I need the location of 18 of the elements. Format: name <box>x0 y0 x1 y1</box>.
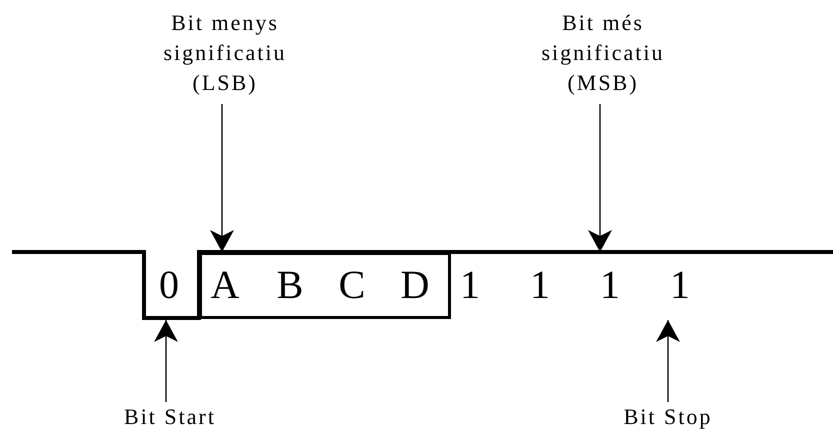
bit-value: 1 <box>452 256 488 314</box>
bit-value: A <box>202 256 248 314</box>
caption-text: Bit menys significatiu (LSB) <box>130 8 320 104</box>
bit-value: C <box>329 256 375 314</box>
bit-value: 1 <box>522 256 558 314</box>
bit-value: 1 <box>592 256 628 314</box>
arrow <box>210 104 234 252</box>
bit-value: D <box>392 256 438 314</box>
arrow <box>154 320 178 402</box>
caption-text: Bit Start <box>100 402 240 436</box>
arrow <box>656 320 680 402</box>
caption-text: Bit Stop <box>598 402 738 436</box>
frame-box <box>199 252 451 319</box>
arrow <box>588 104 612 252</box>
bit-value: 1 <box>662 256 698 314</box>
bit-value: B <box>267 256 313 314</box>
bit-value: 0 <box>145 256 193 314</box>
caption-text: Bit més significatiu (MSB) <box>508 8 698 104</box>
